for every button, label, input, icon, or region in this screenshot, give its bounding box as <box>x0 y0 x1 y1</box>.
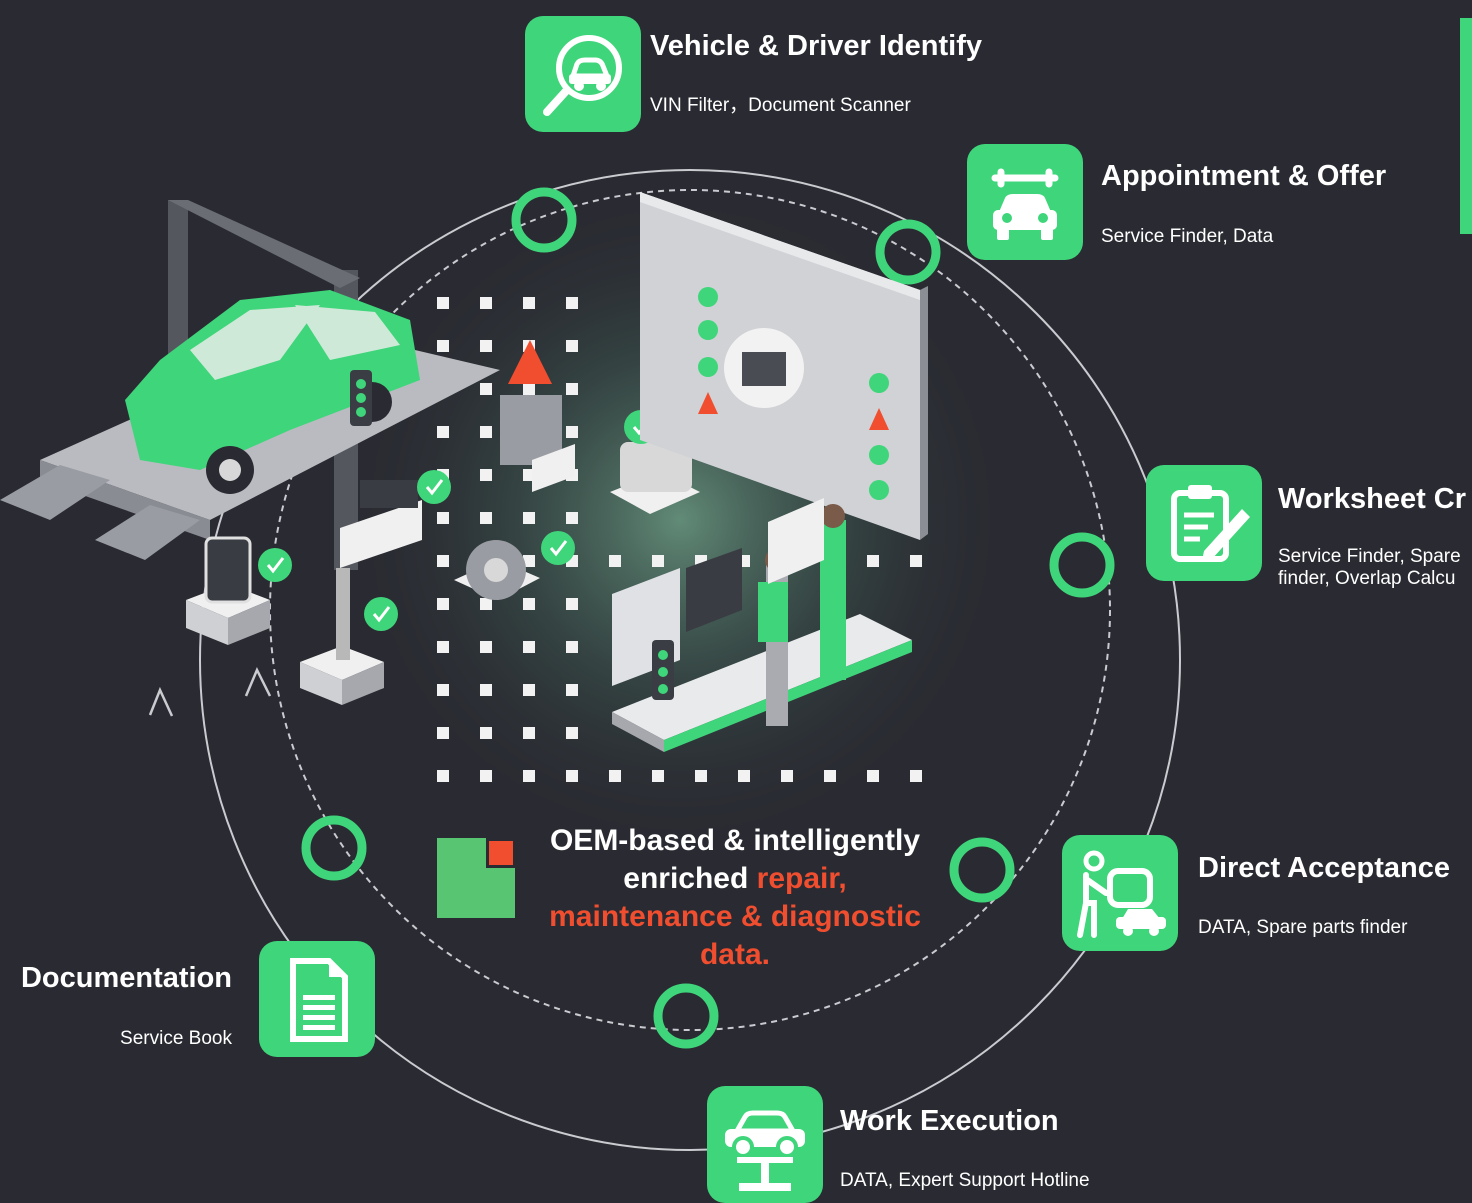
grid-dot <box>523 598 535 610</box>
grid-dot <box>910 555 922 567</box>
grid-dot <box>480 684 492 696</box>
parts-illustration <box>186 395 700 705</box>
grid-dot <box>523 770 535 782</box>
brand-logo-mark <box>437 838 516 918</box>
diagnostic-screen-illustration <box>640 192 928 540</box>
grid-dot <box>566 512 578 524</box>
car-lift-illustration <box>0 200 500 570</box>
grid-dot <box>480 512 492 524</box>
grid-dot <box>566 641 578 653</box>
grid-dot <box>437 555 449 567</box>
technician-station-illustration <box>612 498 912 752</box>
inner-arrow-head <box>244 667 272 697</box>
grid-dot <box>437 770 449 782</box>
execution-title: Work Execution <box>840 1105 1059 1137</box>
grid-dot <box>566 770 578 782</box>
tagline-line2-orange: repair, <box>756 862 847 895</box>
grid-dot <box>437 297 449 309</box>
grid-dot <box>480 727 492 739</box>
tagline-line3: maintenance & diagnostic <box>549 900 921 933</box>
grid-dot <box>523 297 535 309</box>
grid-dot <box>523 684 535 696</box>
grid-dot <box>480 383 492 395</box>
inner-cycle-ring <box>269 189 1111 1031</box>
grid-dot <box>480 598 492 610</box>
grid-dot <box>609 555 621 567</box>
grid-dot <box>910 770 922 782</box>
outer-arrow-head <box>148 686 174 717</box>
grid-dot <box>480 469 492 481</box>
grid-dot <box>480 641 492 653</box>
execution-icon <box>707 1086 823 1203</box>
grid-dot <box>566 340 578 352</box>
grid-dot <box>609 770 621 782</box>
grid-dot <box>523 383 535 395</box>
grid-dot <box>437 512 449 524</box>
grid-dot <box>824 770 836 782</box>
grid-dot <box>566 684 578 696</box>
grid-dot <box>652 770 664 782</box>
tagline-line2-white: enriched <box>623 862 757 895</box>
grid-dot <box>480 426 492 438</box>
documentation-subtitle: Service Book <box>120 1028 232 1049</box>
grid-dot <box>437 426 449 438</box>
grid-dot <box>652 555 664 567</box>
vehicle-identify-icon <box>525 16 641 132</box>
documentation-icon <box>259 941 375 1057</box>
tagline-line2: enriched repair, <box>520 860 950 898</box>
vehicle-identify-subtitle: VIN Filter，Document Scanner <box>650 95 911 116</box>
grid-dot <box>523 641 535 653</box>
appointment-subtitle: Service Finder, Data <box>1101 226 1274 247</box>
grid-dot <box>437 727 449 739</box>
grid-dot <box>566 297 578 309</box>
grid-dot <box>437 641 449 653</box>
appointment-title: Appointment & Offer <box>1101 160 1387 192</box>
worksheet-subtitle-line1: Service Finder, Spare <box>1278 546 1461 567</box>
grid-dot <box>437 340 449 352</box>
side-accent-bar <box>1460 18 1472 234</box>
grid-dot <box>480 297 492 309</box>
acceptance-icon <box>1062 835 1178 951</box>
execution-subtitle: DATA, Expert Support Hotline <box>840 1170 1090 1191</box>
grid-dot <box>867 555 879 567</box>
documentation-title: Documentation <box>20 962 232 994</box>
worksheet-icon <box>1146 465 1262 581</box>
grid-dot <box>566 426 578 438</box>
grid-dot <box>480 340 492 352</box>
grid-dot <box>738 770 750 782</box>
center-tagline: OEM-based & intelligently enriched repai… <box>520 822 950 974</box>
outer-cycle-ring <box>199 169 1181 1151</box>
grid-dot <box>566 598 578 610</box>
worksheet-subtitle-line2: finder, Overlap Calcu <box>1278 568 1456 589</box>
tagline-line4: data. <box>699 938 771 971</box>
grid-dot <box>523 555 535 567</box>
grid-dot <box>480 770 492 782</box>
grid-dot <box>867 770 879 782</box>
acceptance-title: Direct Acceptance <box>1198 852 1450 884</box>
grid-dot <box>781 770 793 782</box>
vehicle-identify-title: Vehicle & Driver Identify <box>650 30 983 62</box>
grid-dot <box>437 598 449 610</box>
tagline-line1: OEM-based & intelligently <box>549 824 921 857</box>
acceptance-subtitle: DATA, Spare parts finder <box>1198 917 1408 938</box>
grid-dot <box>695 770 707 782</box>
grid-dot <box>523 727 535 739</box>
grid-dot <box>523 512 535 524</box>
grid-dot <box>437 684 449 696</box>
appointment-icon <box>967 144 1083 260</box>
grid-dot <box>566 727 578 739</box>
worksheet-title: Worksheet Cr <box>1278 483 1467 515</box>
grid-dot <box>566 383 578 395</box>
ring-markers <box>301 187 1115 1049</box>
